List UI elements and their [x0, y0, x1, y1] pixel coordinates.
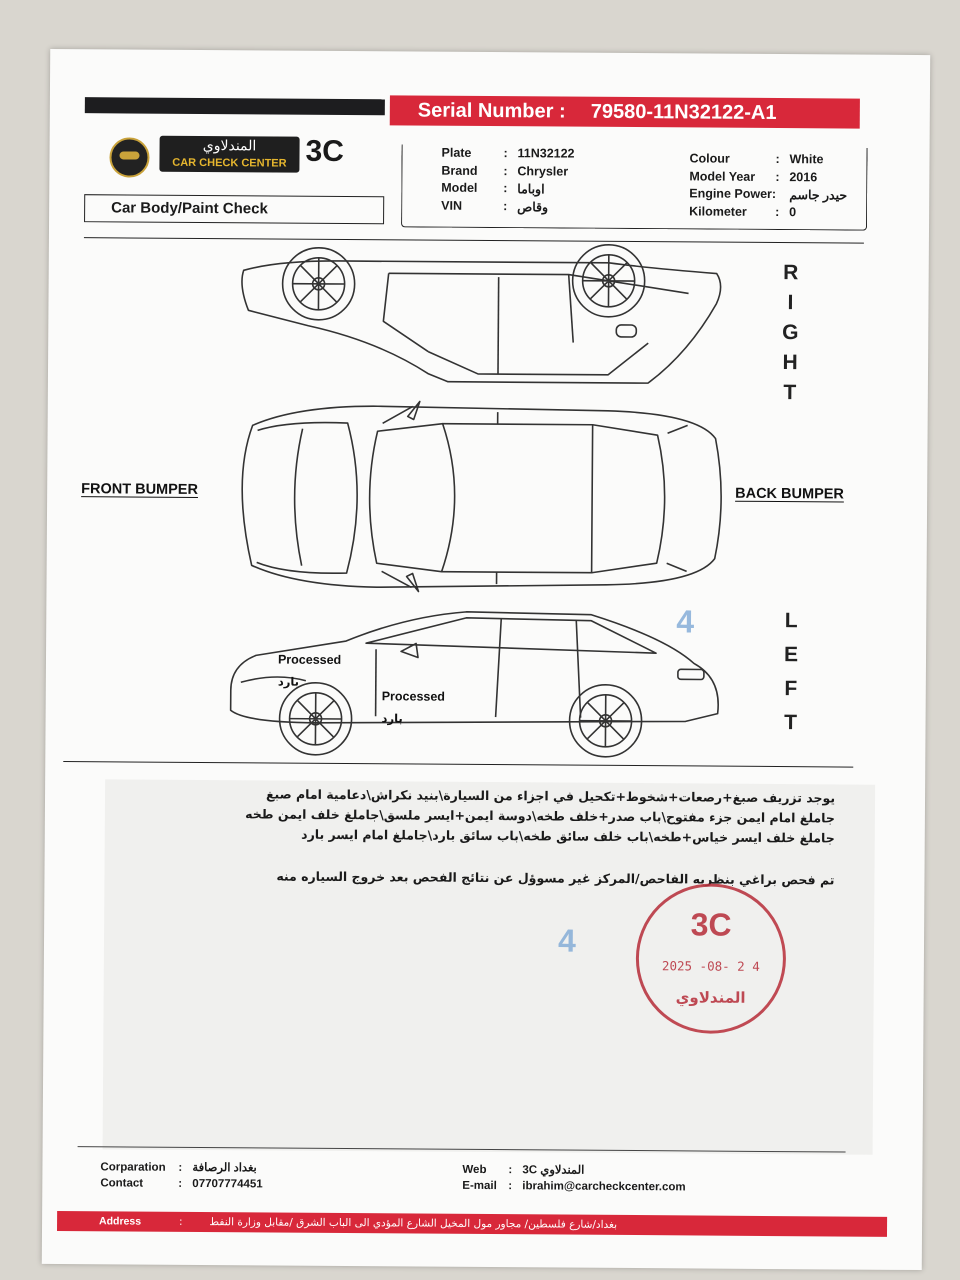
right-letter: G — [782, 321, 799, 345]
right-letter: T — [783, 381, 797, 405]
address-label: Address — [99, 1215, 142, 1228]
address-sep: : — [179, 1215, 183, 1228]
left-letter: F — [784, 677, 798, 701]
car-right-wheel-rear — [571, 244, 646, 318]
footer-web-value[interactable]: المندلاوي 3C — [522, 1164, 585, 1177]
footer-sep: : — [178, 1161, 183, 1174]
annotation-arabic: بارد — [381, 711, 403, 726]
footer-sep: : — [508, 1180, 513, 1193]
back-bumper-label: BACK BUMPER — [735, 485, 844, 503]
car-diagrams — [229, 244, 722, 758]
footer-contact-label: Contact — [100, 1177, 144, 1190]
right-letter: I — [787, 291, 794, 315]
car-top-view-outline — [241, 400, 722, 593]
right-letter: H — [782, 351, 798, 375]
annotation-arabic: بارد — [277, 674, 300, 689]
car-left-wheel-rear — [568, 684, 643, 758]
footer-web-label: Web — [462, 1163, 487, 1177]
footer-sep: : — [178, 1177, 183, 1190]
footer-email-value[interactable]: ibrahim@carcheckcenter.com — [522, 1180, 686, 1194]
inspection-sheet: Serial Number : 79580-11N32122-A1 المندل… — [41, 48, 931, 1271]
car-right-side-outline — [241, 260, 722, 384]
stamp-date: 2025 -08- 2 4 — [661, 958, 760, 974]
right-letter: R — [783, 261, 799, 285]
footer-email-label: E-mail — [462, 1179, 497, 1193]
stamp-title: 3C — [690, 906, 732, 943]
front-bumper-label: FRONT BUMPER — [81, 481, 199, 498]
left-letter: L — [784, 609, 798, 633]
mark-number: 4 — [676, 603, 695, 640]
address-band: Address : بغداد/شارع فلسطين/ مجاور مول ا… — [56, 1211, 888, 1237]
annotation-processed: Processed — [277, 652, 342, 667]
center-stamp: 3C 2025 -08- 2 4 المندلاوي — [635, 883, 787, 1035]
car-left-side-outline — [229, 611, 719, 724]
address-value: بغداد/شارع فلسطين/ مجاور مول المخيل الشا… — [209, 1216, 618, 1231]
car-right-wheel-front — [281, 247, 356, 321]
notes-mark-number: 4 — [557, 922, 576, 959]
left-letter: E — [783, 643, 799, 667]
footer-contact-value: 07707774451 — [192, 1177, 263, 1191]
footer-sep: : — [508, 1164, 513, 1177]
left-letter: T — [784, 711, 798, 735]
car-left-wheel-front — [278, 682, 353, 756]
stamp-name: المندلاوي — [675, 988, 746, 1007]
footer-corparation-value: بغداد الرصافة — [192, 1161, 257, 1175]
footer-corparation-label: Corparation — [100, 1161, 166, 1174]
annotation-processed: Processed — [381, 689, 446, 704]
